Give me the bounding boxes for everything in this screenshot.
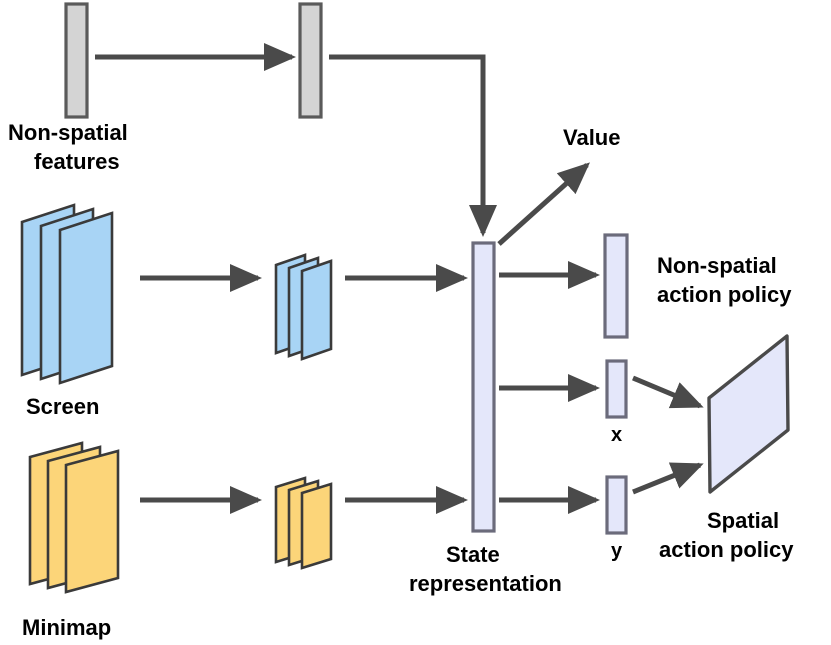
minimap-conv-stack xyxy=(274,476,333,570)
value-label: Value xyxy=(563,125,620,150)
spatial-policy-label-line1: Spatial xyxy=(707,508,779,533)
non-spatial-input-bar xyxy=(64,2,89,119)
screen-conv-layer-3 xyxy=(300,259,333,361)
non-spatial-policy-label-line1: Non-spatial xyxy=(657,253,777,278)
x-policy-bar xyxy=(605,359,628,419)
screen-label: Screen xyxy=(26,394,99,419)
spatial-policy-plane xyxy=(707,334,790,494)
non-spatial-features-label-line2: features xyxy=(34,149,120,174)
y-policy-label: y xyxy=(611,540,623,562)
non-spatial-hidden-bar xyxy=(298,2,323,119)
edge-nonspatial-hidden-to-state xyxy=(329,54,497,238)
spatial-policy-label-line2: action policy xyxy=(659,537,794,562)
state-representation-label-line2: representation xyxy=(409,571,562,596)
edge-y-policy-to-spatial-plane xyxy=(632,462,704,495)
screen-input-stack xyxy=(20,203,114,385)
minimap-input-stack xyxy=(28,441,120,594)
minimap-conv-layer-3 xyxy=(300,482,333,570)
edge-state-to-value xyxy=(497,162,590,246)
non-spatial-features-label-line1: Non-spatial xyxy=(8,120,128,145)
edge-x-policy-to-spatial-plane xyxy=(632,375,704,409)
state-representation-label-line1: State xyxy=(446,542,500,567)
non-spatial-policy-bar xyxy=(603,233,629,339)
non-spatial-policy-label-line2: action policy xyxy=(657,282,792,307)
screen-conv-stack xyxy=(274,253,333,361)
minimap-input-layer-3 xyxy=(64,449,120,594)
minimap-label: Minimap xyxy=(22,615,111,640)
screen-input-layer-3 xyxy=(58,211,114,385)
state-representation-bar xyxy=(471,241,496,533)
y-policy-bar xyxy=(605,475,628,535)
x-policy-label: x xyxy=(611,424,622,446)
